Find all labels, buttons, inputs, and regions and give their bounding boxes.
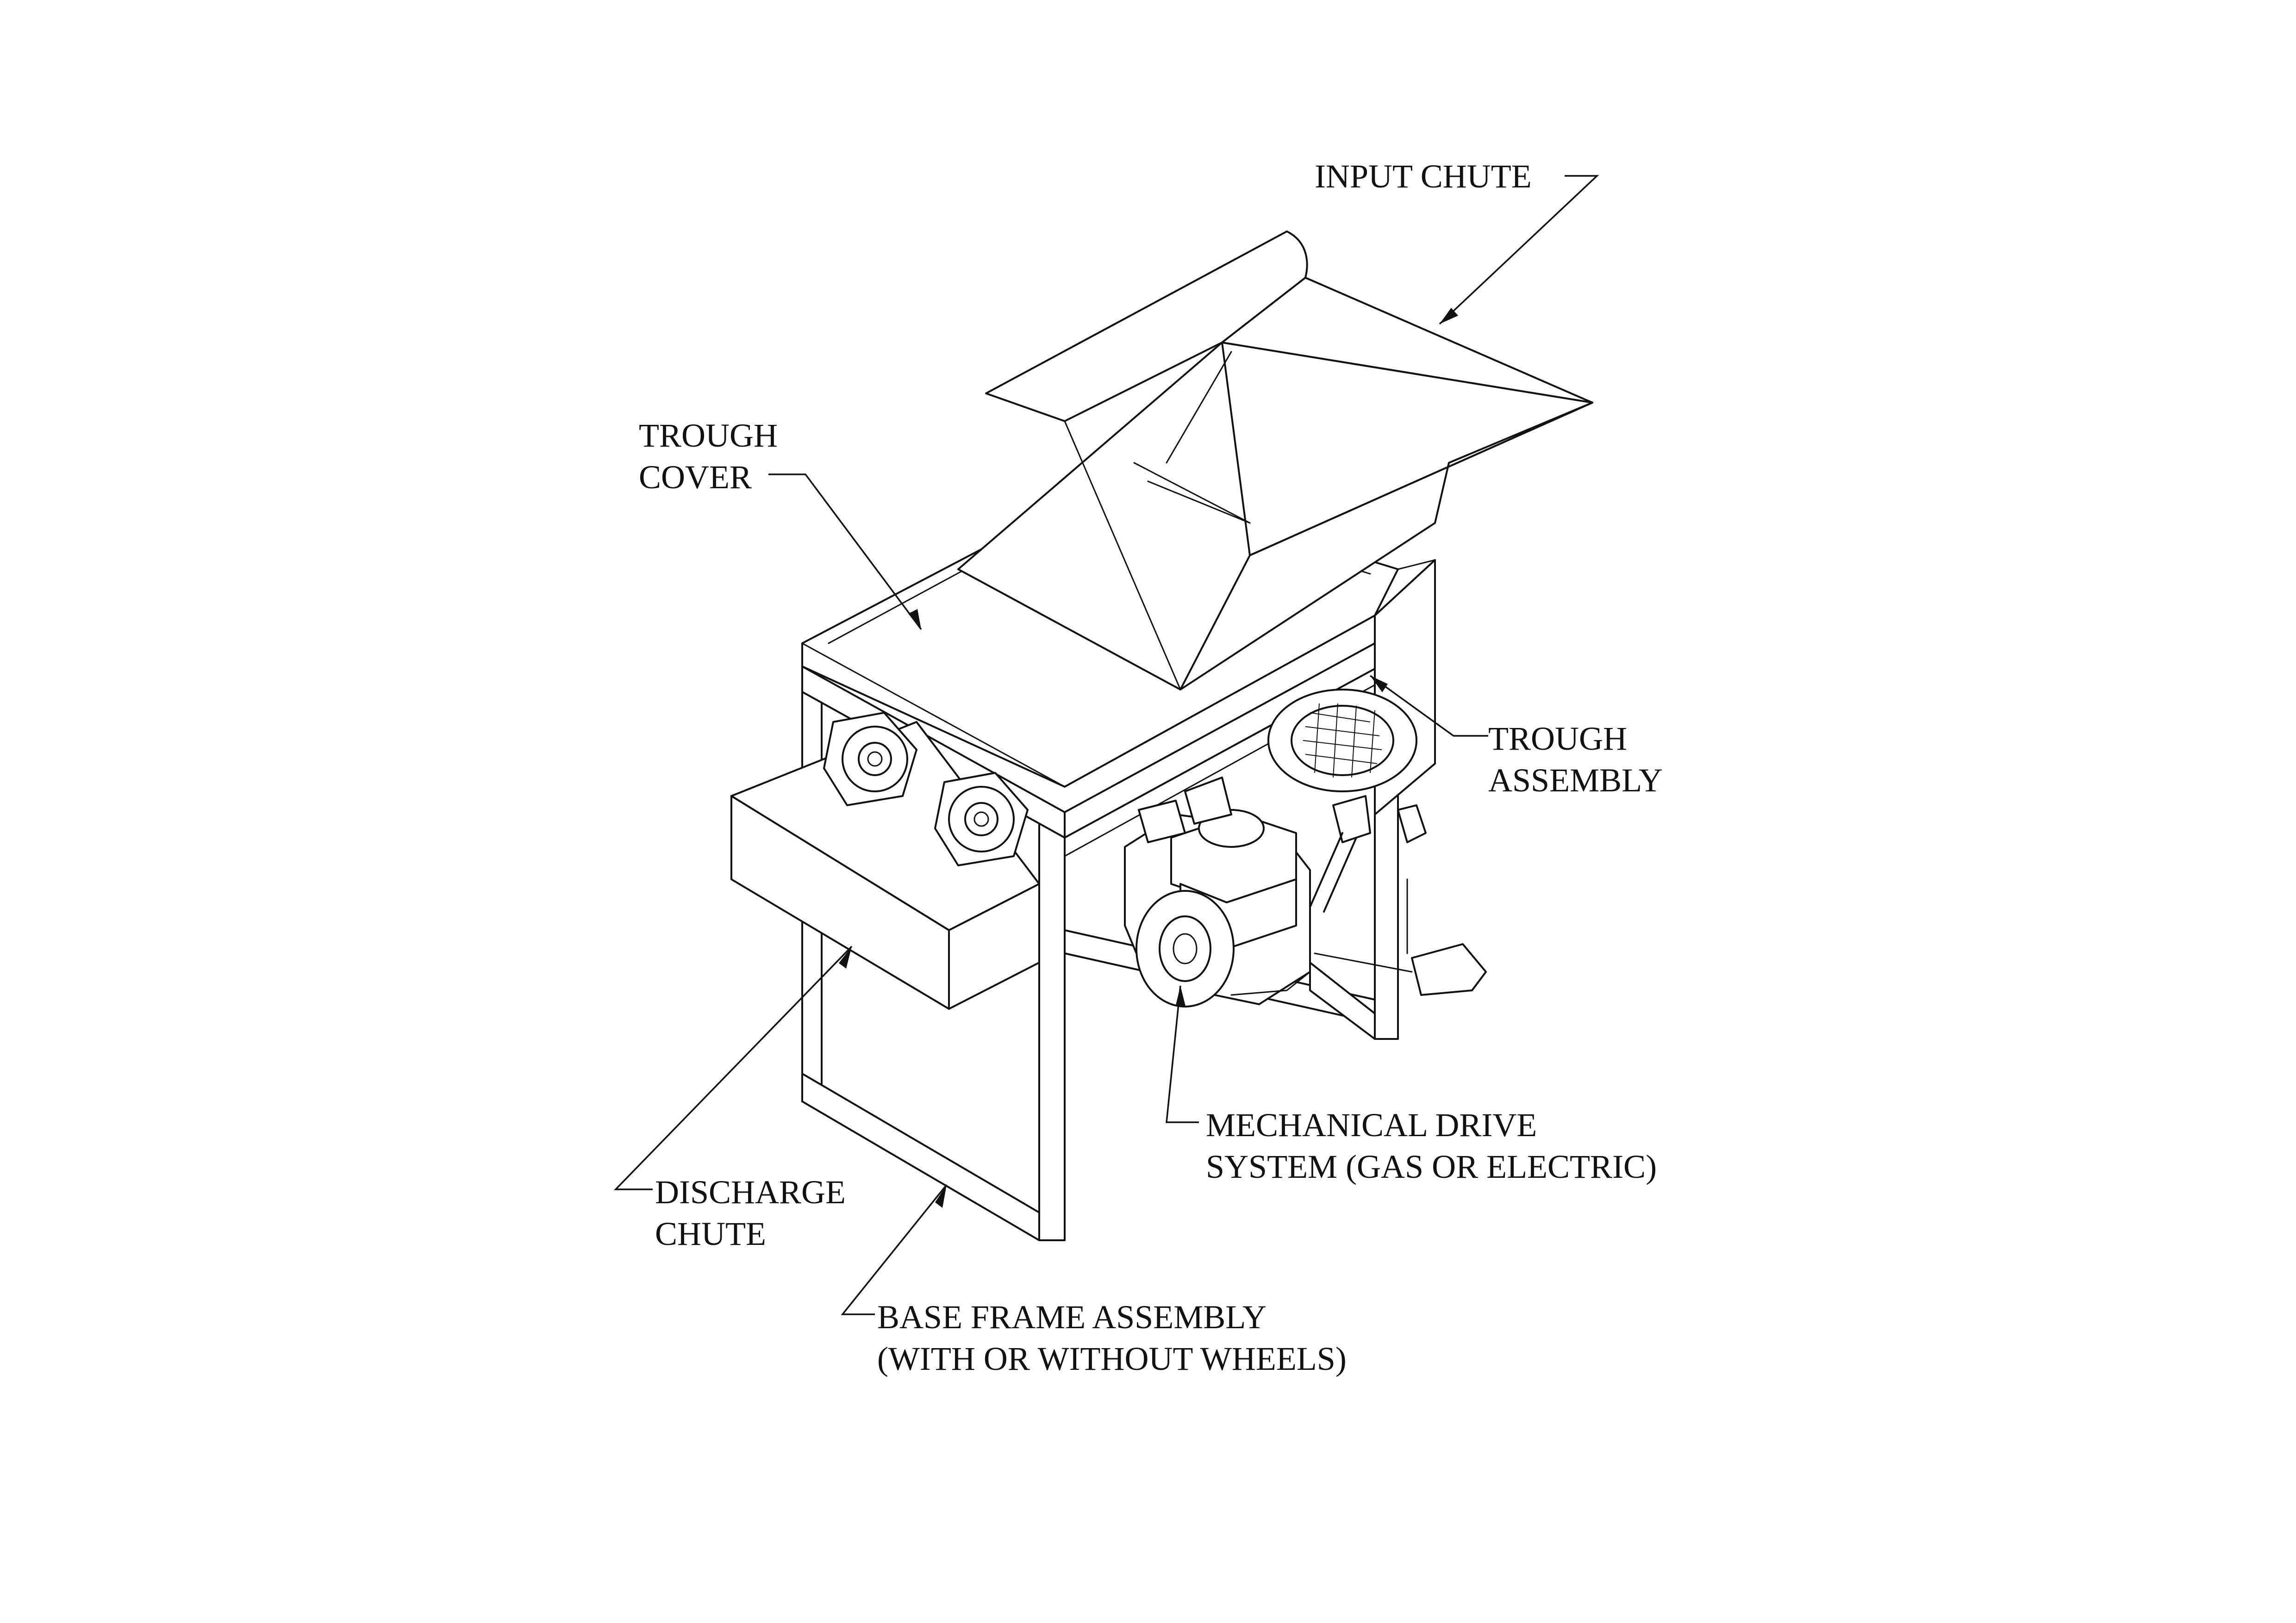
label-discharge-chute-line1: DISCHARGE [655,1174,846,1211]
leader-discharge-chute [613,945,853,1190]
label-base-frame-line1: BASE FRAME ASSEMBLY [877,1299,1267,1336]
leader-base-frame [841,1184,948,1315]
discharge-chute [730,721,1040,1010]
label-base-frame-line2: (WITH OR WITHOUT WHEELS) [877,1340,1347,1377]
label-discharge-chute-line2: CHUTE [655,1215,766,1252]
label-trough-cover-line2: COVER [639,459,752,496]
bearing-left [823,712,917,806]
input-chute [957,230,1593,690]
leader-mechanical-drive [1166,985,1199,1123]
mechanical-drive-engine [1124,777,1311,1007]
leader-trough-assembly [1369,675,1488,737]
bearing-right [934,772,1029,866]
label-mechanical-drive-line2: SYSTEM (GAS OR ELECTRIC) [1206,1148,1657,1185]
label-input-chute: INPUT CHUTE [1315,158,1532,195]
label-trough-assembly-line1: TROUGH [1488,720,1627,757]
linkage-pedal [1309,795,1487,996]
pulley-guard [1267,689,1417,792]
label-trough-cover-line1: TROUGH [639,417,778,454]
leader-trough-cover [768,473,922,630]
label-mechanical-drive-line1: MECHANICAL DRIVE [1206,1107,1537,1144]
label-trough-assembly-line2: ASSEMBLY [1488,762,1663,799]
leader-input-chute [1439,175,1599,325]
